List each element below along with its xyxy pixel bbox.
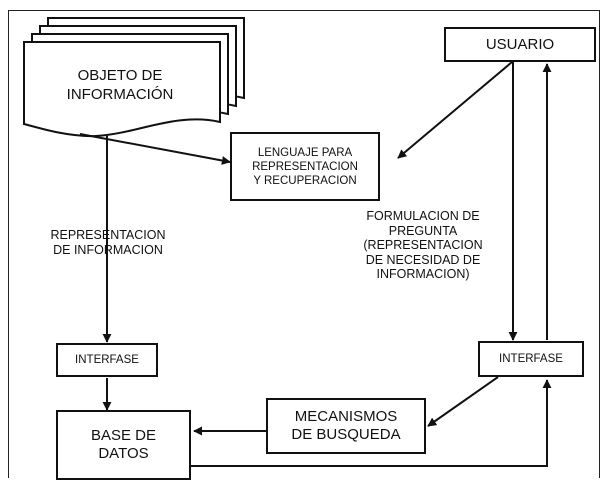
document-stack-icon (23, 17, 245, 138)
objeto-informacion-label: OBJETO DE INFORMACIÓN (30, 66, 210, 104)
base-datos-box: BASE DE DATOS (56, 410, 191, 480)
objeto-line-1: OBJETO DE (77, 67, 163, 84)
lenguaje-line-2: REPRESENTACION (252, 160, 358, 173)
representacion-line-1: REPRESENTACION (50, 228, 166, 242)
mecanismos-box: MECANISMOS DE BUSQUEDA (266, 398, 426, 454)
mecanismos-line-1: MECANISMOS (294, 408, 398, 425)
base-datos-line-1: BASE DE (90, 427, 157, 444)
formulacion-line-3: (REPRESENTACION (363, 238, 483, 252)
usuario-box: USUARIO (444, 27, 596, 62)
interfase-left-box: INTERFASE (56, 343, 158, 377)
arrow-base-to-interfase-right (190, 379, 552, 467)
formulacion-line-2: PREGUNTA (388, 223, 458, 238)
representacion-label: REPRESENTACION DE INFORMACION (38, 228, 178, 258)
formulacion-line-1: FORMULACION DE (366, 209, 480, 223)
arrow-usuario-to-lenguaje (397, 61, 513, 159)
representacion-line-2: DE INFORMACION (53, 243, 163, 257)
mecanismos-line-2: DE BUSQUEDA (291, 426, 401, 443)
interfase-left-label: INTERFASE (75, 354, 139, 366)
lenguaje-line-1: LENGUAJE PARA (257, 146, 353, 159)
objeto-line-2: INFORMACIÓN (66, 86, 174, 103)
formulacion-line-4: DE NECESIDAD DE (365, 252, 481, 267)
page-frame (8, 10, 600, 478)
arrow-objeto-to-lenguaje (79, 133, 231, 165)
lenguaje-line-3: Y RECUPERACION (253, 174, 357, 187)
lenguaje-box: LENGUAJE PARA REPRESENTACION Y RECUPERAC… (230, 132, 380, 201)
usuario-label: USUARIO (485, 36, 555, 53)
formulacion-line-5: INFORMACION) (376, 267, 470, 281)
interfase-right-label: INTERFASE (499, 353, 563, 365)
formulacion-label: FORMULACION DE PREGUNTA (REPRESENTACION … (346, 209, 500, 282)
base-datos-line-2: DATOS (98, 445, 149, 462)
interfase-right-box: INTERFASE (478, 341, 584, 377)
arrow-interfase-right-to-mecanismos (427, 376, 499, 427)
